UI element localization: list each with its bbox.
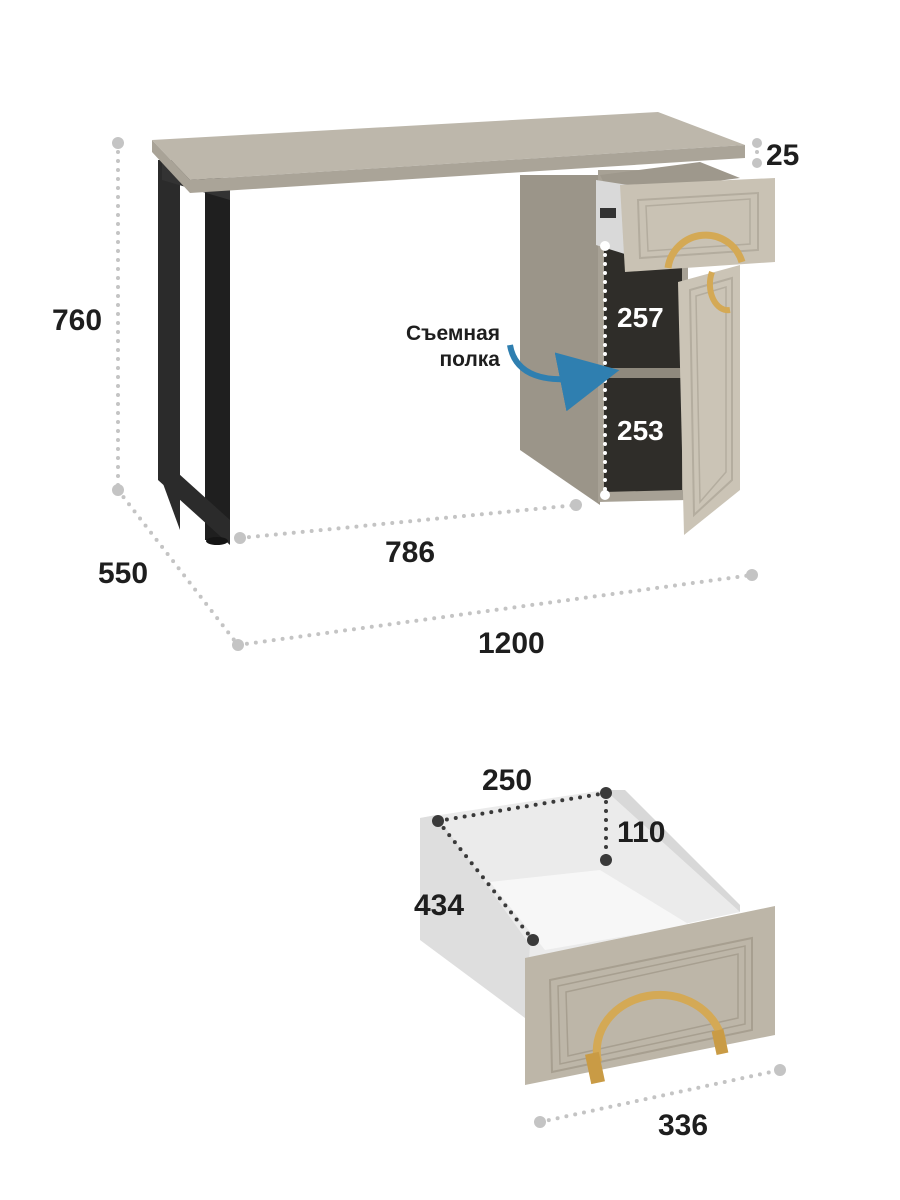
lower-shelf-gap-label: 253 <box>617 415 664 446</box>
top-thickness-label: 25 <box>766 139 799 172</box>
upper-shelf-gap-label: 257 <box>617 302 664 333</box>
metal-leg-frame <box>158 160 230 545</box>
drawer-front-panel <box>525 906 775 1085</box>
drawer-dimension-endpoints <box>432 787 612 946</box>
drawer-handle <box>664 231 746 269</box>
drawer-front-dimension <box>534 1064 786 1128</box>
drawer-detail-handle <box>592 990 726 1063</box>
drawer-detail <box>420 790 775 1085</box>
dimension-endpoints <box>112 137 762 651</box>
depth-label: 550 <box>98 557 148 590</box>
drawer-front-width-label: 336 <box>658 1109 708 1142</box>
drawer-dimension-lines <box>436 791 608 942</box>
drawer-width-label: 250 <box>482 764 532 797</box>
cabinet-door <box>678 265 740 535</box>
open-drawer <box>596 162 775 314</box>
width-label: 1200 <box>478 627 545 660</box>
tabletop <box>152 112 745 193</box>
removable-shelf <box>604 368 682 378</box>
drawer-height-label: 110 <box>617 816 665 849</box>
shelf-pointer-arrow <box>507 344 620 412</box>
desk <box>152 112 775 545</box>
removable-shelf-note-line2: полка <box>439 348 500 371</box>
cabinet-offset-label: 786 <box>385 536 435 569</box>
height-label: 760 <box>52 304 102 337</box>
removable-shelf-note-line1: Съемная <box>406 322 500 345</box>
drawer-inside <box>490 870 690 950</box>
door-handle <box>706 270 731 314</box>
drawer-depth-label: 434 <box>414 889 464 922</box>
